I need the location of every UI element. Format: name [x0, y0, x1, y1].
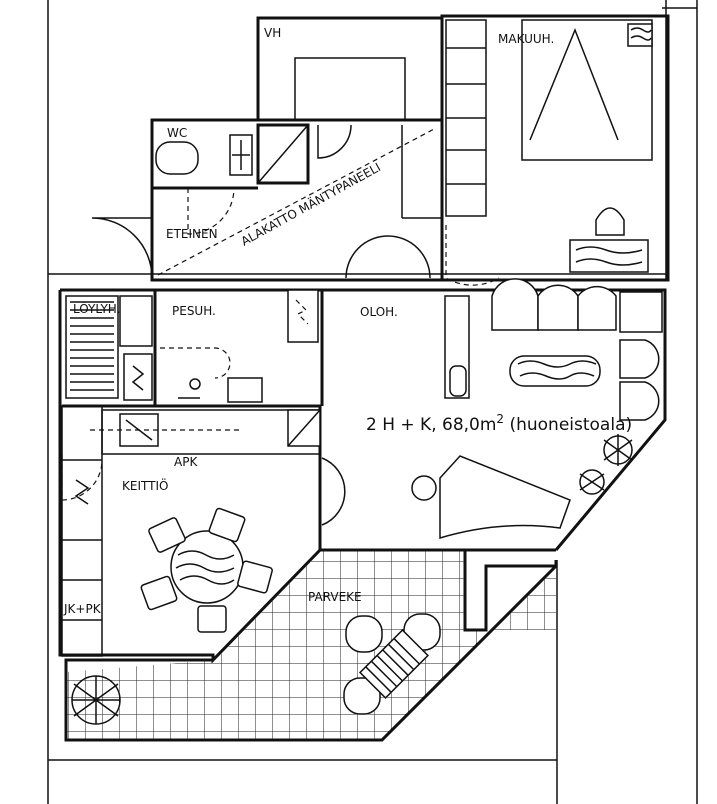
lower-walls	[58, 288, 667, 664]
label-loyly: LÖYLYH.	[73, 300, 120, 316]
label-jkpk: JK+PK	[63, 602, 102, 616]
doors-upper	[91, 124, 500, 286]
label-keittio: KEITTIÖ	[122, 477, 168, 493]
upper-walls	[150, 14, 670, 282]
balcony-floor	[66, 550, 556, 740]
label-pesuh: PESUH.	[172, 304, 216, 318]
sauna-benches	[65, 295, 153, 401]
doors-lower	[61, 455, 346, 526]
wc-fixtures	[155, 134, 253, 176]
label-apk: APK	[174, 455, 198, 469]
bathroom-fixtures	[160, 289, 319, 403]
kitchen-cabinets	[61, 405, 321, 657]
label-wc: WC	[167, 126, 187, 140]
label-makuuh: MAKUUH.	[498, 32, 554, 46]
balcony-furniture	[343, 613, 441, 715]
closet-column	[445, 19, 487, 217]
plants	[71, 434, 633, 725]
living-furniture	[411, 278, 663, 540]
ceiling-line	[157, 127, 437, 276]
label-vh: VH	[264, 26, 281, 40]
label-oloh: OLOH.	[360, 305, 398, 319]
dining-table	[140, 507, 273, 633]
label-parveke: PARVEKE	[308, 590, 362, 604]
label-ceiling-note: ALAKATTO MÄNTYPANEELI	[238, 159, 383, 248]
chair-bedroom	[569, 207, 649, 273]
bed	[521, 19, 653, 161]
area-label: 2 H + K, 68,0m2 (huoneistoala)	[366, 412, 632, 435]
label-eteinen: ETEINEN	[166, 227, 218, 241]
